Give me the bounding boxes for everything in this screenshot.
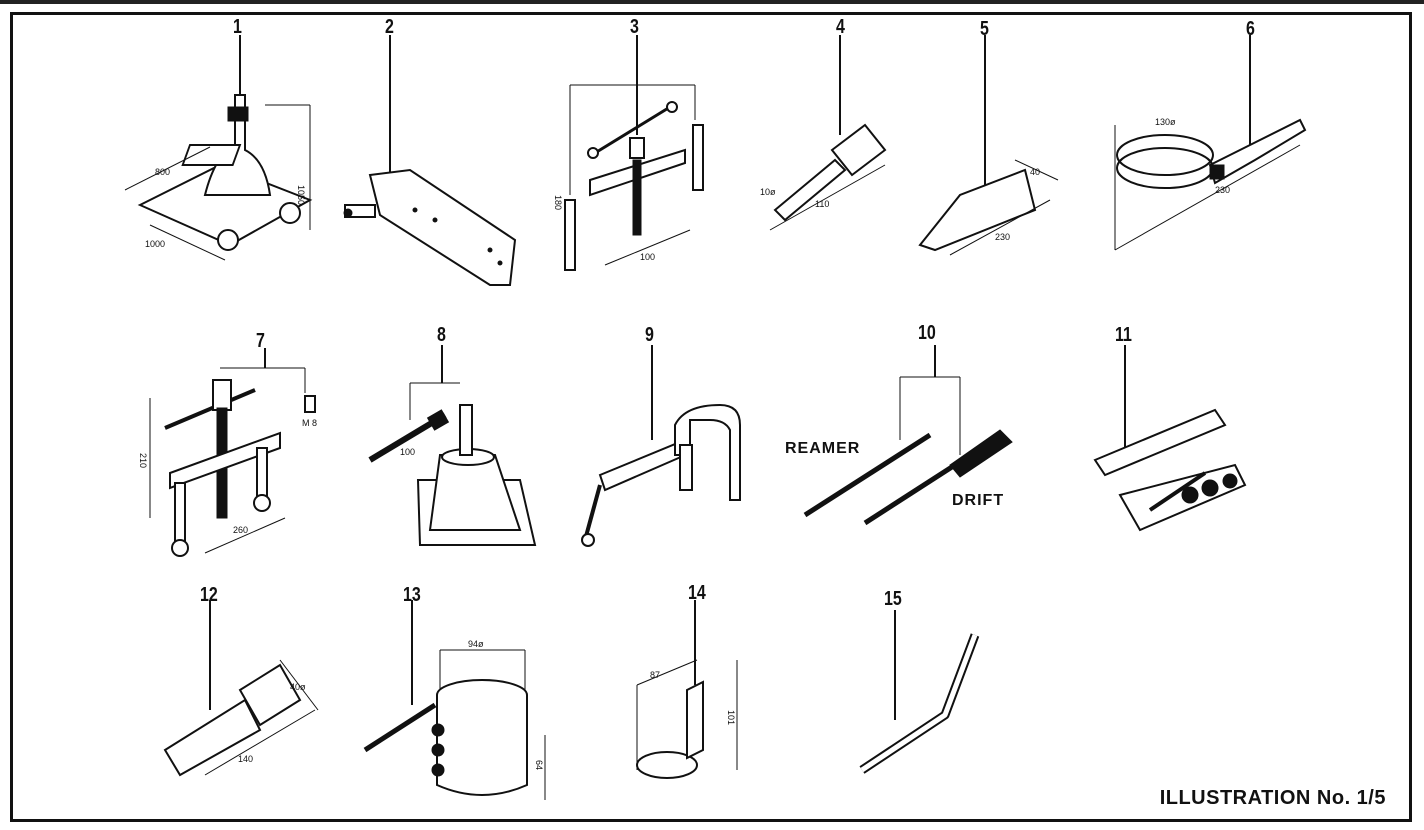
tool-number-2: 2 [385, 16, 394, 38]
tool-number-1: 1 [233, 16, 242, 38]
tool-4-dim-110: 110 [815, 199, 829, 209]
tool-4-dim-10: 10ø [760, 187, 776, 197]
tool-number-5: 5 [980, 18, 989, 40]
reamer-label: REAMER [785, 440, 861, 457]
tool-14-dim-101: 101 [726, 710, 736, 725]
tool-13-ring-compressor: 94ø 64 [363, 600, 546, 800]
tool-13-dim-94: 94ø [468, 639, 484, 649]
tool-15-offset-rod [859, 610, 980, 774]
tool-1-dim-800: 800 [155, 167, 170, 177]
tool-13-dim-64: 64 [534, 760, 544, 770]
tool-6-dim-130: 130ø [1155, 117, 1176, 127]
tool-5-dim-40: 40 [1030, 167, 1040, 177]
tool-number-9: 9 [645, 324, 654, 346]
tool-3-dim-180: 180 [553, 195, 563, 210]
tool-number-15: 15 [884, 588, 902, 610]
tool-9-spring-compressor [581, 345, 741, 547]
tool-8-dim-100: 100 [400, 447, 415, 457]
tool-2-bracket-plate [343, 35, 517, 286]
tool-12-dim-140: 140 [238, 754, 253, 764]
tool-7-dim-m8: M 8 [302, 418, 317, 428]
tool-3-puller-set: 180 100 [553, 35, 704, 271]
illustration-frame [10, 12, 1412, 822]
illustration-caption: ILLUSTRATION No. 1/5 [1159, 787, 1386, 809]
tool-5-wedge: 40 230 [918, 35, 1059, 256]
drift-label: DRIFT [952, 492, 1005, 509]
tool-14-gauge-tool: 87 101 [636, 600, 738, 779]
tool-number-3: 3 [630, 16, 639, 38]
tool-3-dim-100: 100 [640, 252, 655, 262]
tool-number-6: 6 [1246, 18, 1255, 40]
top-edge-bar [0, 0, 1424, 4]
tool-5-dim-230: 230 [995, 232, 1010, 242]
tool-number-8: 8 [437, 324, 446, 346]
tool-7-dim-260: 260 [233, 525, 248, 535]
tool-number-7: 7 [256, 330, 265, 352]
tool-7-two-leg-puller: 210 260 M 8 [138, 348, 317, 557]
tool-number-11: 11 [1115, 324, 1132, 346]
tool-8-drift-and-block: 100 [368, 345, 537, 546]
tool-12-threaded-adapter: 140 40ø [163, 600, 319, 777]
tool-1-dim-1000: 1000 [145, 239, 165, 249]
tool-number-10: 10 [918, 322, 936, 344]
tool-number-4: 4 [836, 16, 845, 38]
tool-4-stepped-drift: 10ø 110 [760, 35, 887, 231]
tool-6-dim-230: 230 [1215, 185, 1230, 195]
tool-1-stand-fixture: 1050 800 1000 [124, 35, 313, 261]
tool-1-dim-1050: 1050 [296, 185, 306, 205]
tool-10-reamer-and-drift [803, 345, 1013, 526]
tool-12-dim-40: 40ø [290, 682, 306, 692]
tool-11-cased-set [1093, 345, 1247, 532]
tool-14-dim-87: 87 [650, 670, 660, 680]
tool-7-dim-210: 210 [138, 453, 148, 468]
tool-6-filter-wrench: 130ø 230 [1114, 35, 1307, 251]
tool-number-14: 14 [688, 582, 706, 604]
tool-number-12: 12 [200, 584, 218, 606]
tool-number-13: 13 [403, 584, 421, 606]
